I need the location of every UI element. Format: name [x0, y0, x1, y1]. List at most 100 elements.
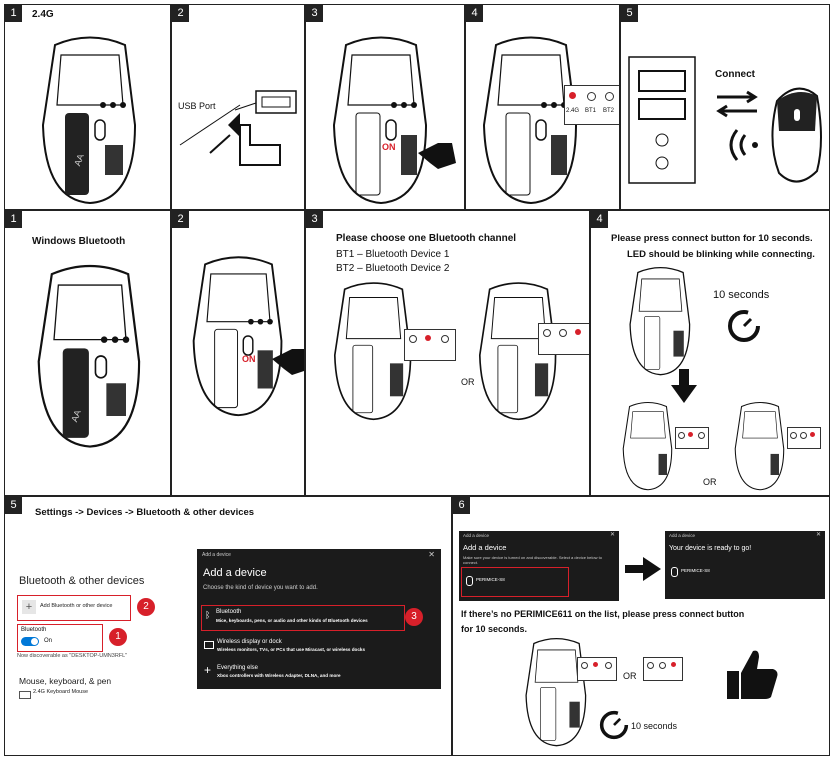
add-device-dialog: Add a device ✕ Add a device Choose the k…: [197, 549, 441, 689]
led-indicator-box: [675, 427, 709, 449]
no-list-line1: If there’s no PERIMICE611 on the list, p…: [461, 609, 744, 619]
mouse-keyboard-heading: Mouse, keyboard, & pen: [19, 676, 111, 686]
step-panel-1-1: 1 2.4G AA: [4, 4, 171, 210]
mouse-bottom-illustration: [186, 251, 291, 421]
step-number: 4: [591, 211, 608, 228]
step-panel-3-5: 5 Settings -> Devices -> Bluetooth & oth…: [4, 496, 452, 756]
battery-icon: [63, 348, 89, 437]
step-number: 3: [306, 5, 323, 22]
step-number: 5: [621, 5, 638, 22]
led-bt1-dot: [559, 329, 567, 337]
thumbs-up-icon: [725, 647, 779, 701]
toggle-state: On: [44, 638, 52, 644]
ten-seconds-label: 10 seconds: [713, 289, 769, 301]
device-list-item[interactable]: PERIMICE-S8: [461, 567, 569, 597]
step-number: 5: [5, 497, 22, 514]
bt1-description: BT1 – Bluetooth Device 1: [336, 249, 449, 260]
add-bluetooth-label: Add Bluetooth or other device: [40, 603, 112, 609]
hand-icon: [272, 339, 305, 379]
mouse-bottom-illustration: [519, 637, 594, 747]
led-bt2-dot: [605, 92, 614, 101]
dialog-title: Add a device: [463, 543, 506, 552]
swap-arrows-icon: [717, 89, 757, 119]
press-connect-line2: LED should be blinking while connecting.: [627, 249, 815, 260]
mouse-icon: [466, 576, 473, 586]
add-bluetooth-button[interactable]: + Add Bluetooth or other device: [17, 595, 131, 621]
mouse-icon: [671, 567, 678, 577]
led-bt1-label: BT1: [585, 108, 596, 114]
device-name: PERIMICE-S8: [681, 568, 710, 573]
step-panel-1-3: 3 ON: [305, 4, 465, 210]
option-bluetooth-desc: Mice, keyboards, pens, or audio and othe…: [216, 618, 368, 623]
timer-icon: [727, 309, 761, 343]
led-24g-dot: [409, 335, 417, 343]
led-bt2-dot: [575, 329, 581, 335]
step-title: Windows Bluetooth: [32, 236, 125, 247]
on-label: ON: [242, 354, 256, 364]
callout-3: 3: [405, 608, 423, 626]
close-icon[interactable]: ✕: [610, 531, 615, 538]
dialog-caption: Add a device: [669, 533, 695, 538]
led-indicator-box: [577, 657, 617, 681]
monitor-icon: [204, 641, 214, 649]
on-label: ON: [382, 142, 396, 152]
device-ready-dialog: Add a device ✕ Your device is ready to g…: [665, 531, 825, 599]
option-wireless-title: Wireless display or dock: [217, 639, 282, 645]
option-wireless-desc: Wireless monitors, TVs, or PCs that use …: [217, 647, 365, 652]
step-panel-1-5: 5 Connect: [620, 4, 830, 210]
pairing-dialog: Add a device ✕ Add a device Make sure yo…: [459, 531, 619, 601]
step-number: 1: [5, 211, 22, 228]
led-24g-dot: [543, 329, 551, 337]
windows-settings-panel: Bluetooth & other devices + Add Bluetoot…: [15, 549, 193, 749]
bluetooth-label: Bluetooth: [21, 627, 46, 633]
led-indicator-box: [404, 329, 456, 361]
down-arrow-icon: [671, 369, 697, 403]
keyboard-icon: [19, 691, 31, 699]
or-label: OR: [703, 477, 717, 487]
step-panel-3-6: 6 Add a device ✕ Add a device Make sure …: [452, 496, 830, 756]
settings-path: Settings -> Devices -> Bluetooth & other…: [35, 507, 254, 518]
step-number: 2: [172, 5, 189, 22]
wireless-signal-icon: [727, 125, 767, 165]
led-indicator-box: 2.4G BT1 BT2: [564, 85, 620, 125]
step-number: 3: [306, 211, 323, 228]
step-panel-1-2: 2 USB Port: [171, 4, 305, 210]
step-number: 4: [466, 5, 483, 22]
dialog-subtitle: Make sure your device is turned on and d…: [463, 555, 618, 565]
dialog-caption: Add a device: [202, 552, 231, 558]
press-connect-line1: Please press connect button for 10 secon…: [611, 233, 813, 244]
bluetooth-icon: ᛒ: [205, 610, 210, 620]
bt2-description: BT2 – Bluetooth Device 2: [336, 263, 449, 274]
mouse-bottom-illustration: [35, 35, 145, 205]
dialog-caption: Add a device: [463, 533, 489, 538]
step-panel-1-4: 4 2.4G BT1 BT2: [465, 4, 620, 210]
led-bt2-dot: [441, 335, 449, 343]
option-wireless-display[interactable]: Wireless display or dock Wireless monito…: [201, 637, 431, 657]
mouse-bottom-illustration: [30, 261, 150, 451]
dialog-title: Add a device: [203, 567, 267, 579]
led-indicator-box: [643, 657, 683, 681]
dialog-title: Your device is ready to go!: [669, 545, 751, 552]
option-everything-desc: Xbox controllers with Wireless Adapter, …: [217, 673, 341, 678]
ten-seconds-label: 10 seconds: [631, 721, 677, 731]
timer-icon: [599, 710, 629, 740]
led-24g-dot: [569, 92, 576, 99]
close-icon[interactable]: ✕: [816, 531, 821, 538]
plus-icon: +: [22, 600, 36, 614]
usb-receiver-illustration: [180, 65, 300, 185]
connect-label: Connect: [715, 69, 755, 80]
option-everything-else[interactable]: + Everything else Xbox controllers with …: [201, 663, 431, 683]
bluetooth-toggle-group: Bluetooth On: [17, 624, 103, 652]
option-bluetooth[interactable]: ᛒ Bluetooth Mice, keyboards, pens, or au…: [201, 605, 405, 631]
option-bluetooth-title: Bluetooth: [216, 609, 241, 615]
led-bt1-dot: [587, 92, 596, 101]
dialog-subtitle: Choose the kind of device you want to ad…: [203, 585, 318, 591]
close-icon[interactable]: ✕: [428, 550, 435, 559]
led-bt1-dot: [425, 335, 431, 341]
step-panel-2-4: 4 Please press connect button for 10 sec…: [590, 210, 830, 496]
bluetooth-toggle[interactable]: [21, 637, 39, 646]
callout-1: 1: [109, 628, 127, 646]
keyboard-mouse-item[interactable]: 2.4G Keyboard Mouse: [33, 689, 88, 695]
choose-channel-title: Please choose one Bluetooth channel: [336, 233, 516, 244]
hand-icon: [418, 133, 458, 173]
